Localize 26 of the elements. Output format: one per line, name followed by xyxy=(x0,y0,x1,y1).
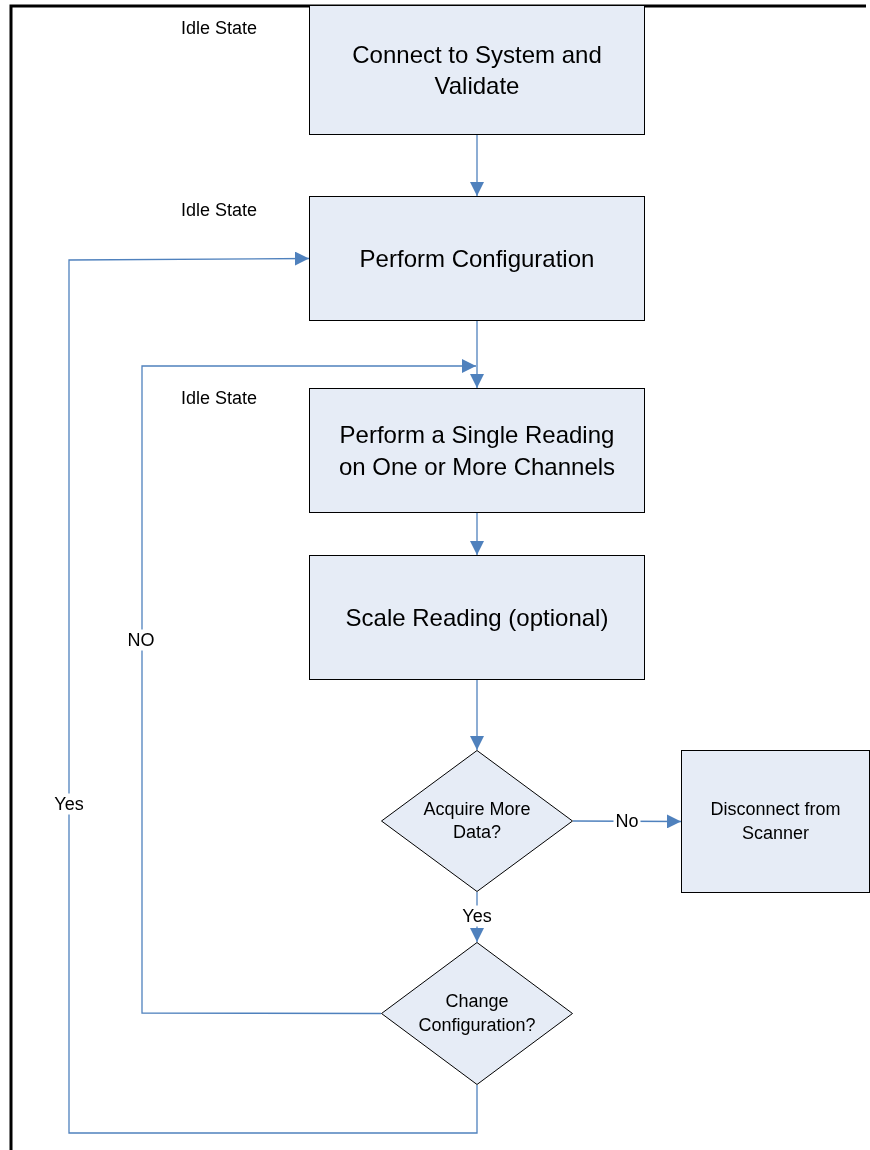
connector-arrow xyxy=(68,251,478,1134)
process-box xyxy=(309,555,645,680)
connector-arrow xyxy=(470,512,484,556)
decision-diamond xyxy=(381,942,573,1085)
decision-text: Acquire More Data? xyxy=(422,797,532,844)
step-text: Scale Reading (optional) xyxy=(345,602,609,633)
decision-text: Change Configuration? xyxy=(417,990,537,1037)
connector-arrow xyxy=(470,134,484,197)
step-text: Perform Configuration xyxy=(359,243,595,274)
connector-arrow xyxy=(470,320,484,389)
state-label: Idle State xyxy=(181,388,258,409)
process-box xyxy=(309,5,645,135)
step-text: Disconnect from Scanner xyxy=(709,798,842,845)
state-label: Idle State xyxy=(181,18,258,39)
edge-label: NO xyxy=(125,629,157,651)
state-label: Idle State xyxy=(181,200,258,221)
process-box xyxy=(681,750,870,893)
connector-arrow xyxy=(141,359,477,1015)
edge-label: Yes xyxy=(52,793,86,815)
edge-label: Yes xyxy=(460,905,494,927)
step-text: Connect to System and Validate xyxy=(351,39,603,101)
process-box xyxy=(309,196,645,321)
process-box xyxy=(309,388,645,513)
connector-arrow xyxy=(470,679,484,751)
step-text: Perform a Single Reading on One or More Channels xyxy=(337,420,617,482)
decision-diamond xyxy=(381,750,573,892)
